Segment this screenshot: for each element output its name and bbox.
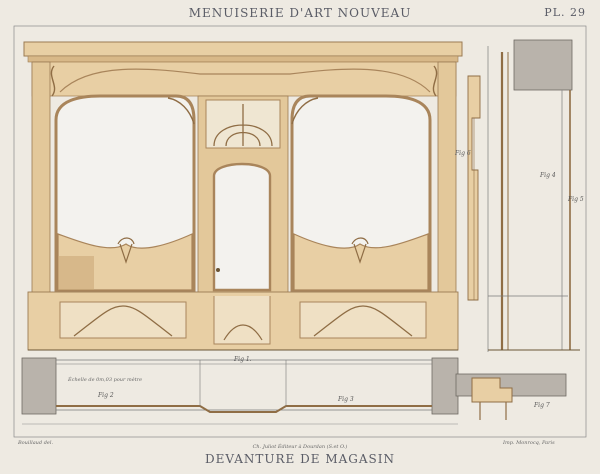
fig-7-label: Fig 7 <box>534 402 550 409</box>
draftsman-credit: Bouillaud del. <box>18 440 54 446</box>
scale-note: Échelle de 0m,03 pour mètre <box>68 377 143 383</box>
cornice <box>23 41 463 57</box>
detail-section <box>455 373 567 420</box>
fig-5-label: Fig 5 <box>568 196 584 203</box>
plate-number: PL. 29 <box>544 6 586 19</box>
series-title: MENUISERIE D'ART NOUVEAU <box>188 6 412 20</box>
right-masonry <box>431 357 459 415</box>
lintel-masonry <box>513 39 573 91</box>
left-window <box>54 94 196 292</box>
fig-3-label: Fig 3 <box>338 396 354 403</box>
plan-section <box>21 357 459 425</box>
door-glass <box>212 162 272 292</box>
printer-credit: Imp. Monrocq, Paris <box>503 440 555 446</box>
door-handle <box>216 268 220 272</box>
right-window <box>290 94 432 292</box>
fig-6-label: Fig 6 <box>455 150 471 157</box>
fig-4-label: Fig 4 <box>540 172 556 179</box>
fig-2-label: Fig 2 <box>98 392 114 399</box>
frieze <box>31 61 457 97</box>
vertical-sections <box>467 39 580 352</box>
plate-frame <box>13 25 587 438</box>
shopfront-elevation <box>23 41 463 351</box>
publisher-credit: Ch. Juliot Éditeur à Dourdan (S.et O.) <box>252 444 348 450</box>
left-masonry <box>21 357 57 415</box>
fig-1-label: Fig 1. <box>234 356 252 363</box>
plate-title: DEVANTURE DE MAGASIN <box>205 452 395 466</box>
